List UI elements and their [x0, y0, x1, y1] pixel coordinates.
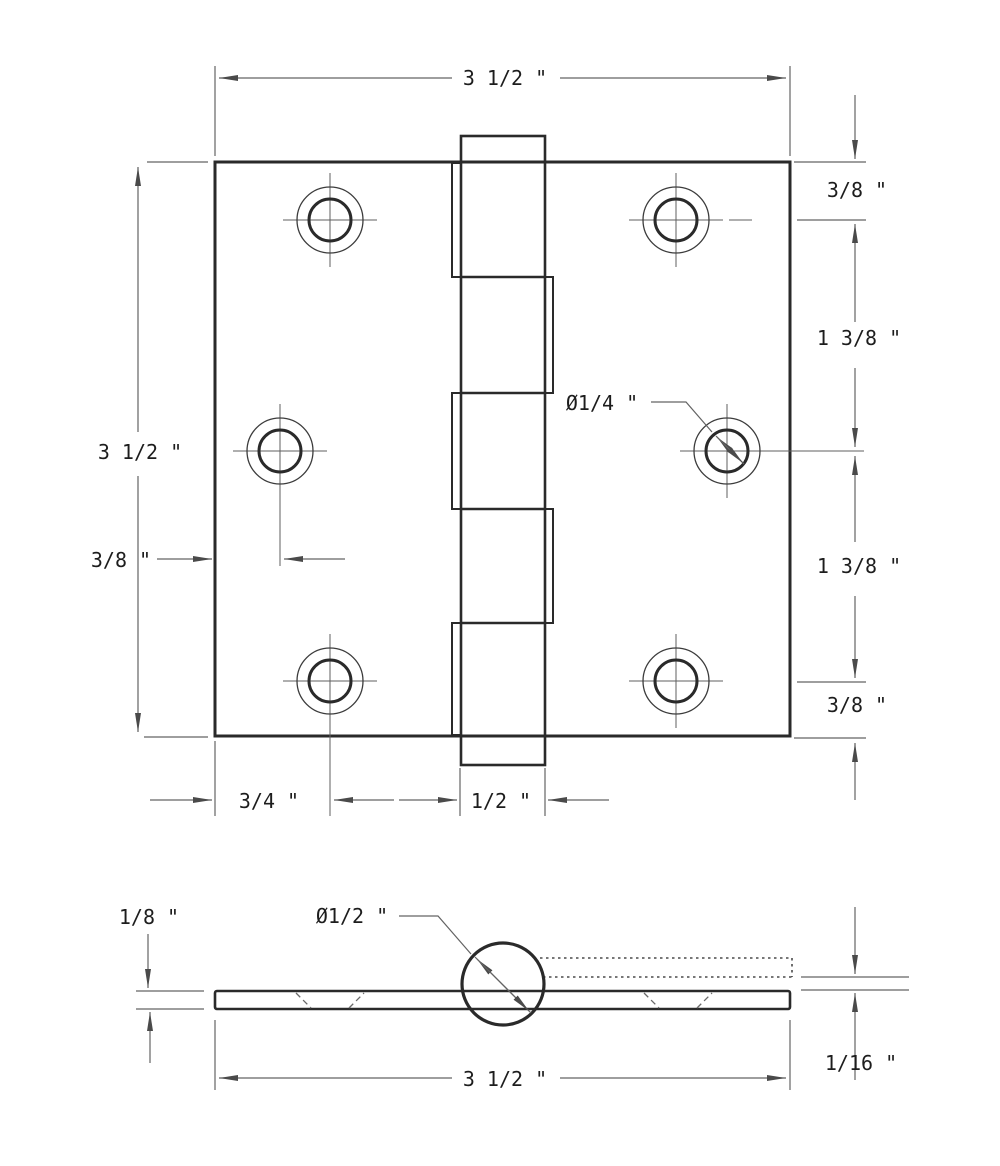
dim-label-barrel-diameter: Ø1/2 "	[316, 904, 388, 928]
open-leaf-phantom-outline	[540, 957, 793, 978]
top-view: 3 1/2 " 3 1/2 " 3/8 " 3/4 " 1/2 "	[91, 66, 901, 816]
hinge-plate-outline	[213, 160, 792, 738]
side-view: Ø1/2 " 1/8 " 1/16 " 3 1/2 "	[119, 904, 909, 1091]
screw-hole-bottom-left	[283, 634, 377, 816]
screw-hole-top-left	[283, 173, 377, 267]
screw-hole-top-right	[629, 173, 752, 267]
dim-label-leaf-thickness: 1/8 "	[119, 905, 179, 929]
knuckle-segment-right	[544, 508, 554, 624]
dimension-overall-width: 3 1/2 "	[214, 66, 791, 156]
dim-label-lower-hole-spacing: 1 3/8 "	[817, 554, 901, 578]
knuckle-segment-left	[451, 162, 462, 278]
knuckle-segment-left	[451, 622, 462, 736]
dim-label-middle-hole-inset: 3/8 "	[91, 548, 151, 572]
dimension-right-chain: 3/8 " 1 3/8 " 1 3/8 " 3/8 "	[794, 95, 901, 800]
countersink-hidden-lines	[295, 992, 713, 1009]
dim-label-upper-hole-spacing: 1 3/8 "	[817, 326, 901, 350]
knuckle-segment-left	[451, 392, 462, 510]
knuckle-segment-right	[544, 276, 554, 394]
dimension-side-overall-width: 3 1/2 "	[214, 1020, 791, 1091]
dim-label-screw-hole-diameter: Ø1/4 "	[566, 391, 638, 415]
knuckle-barrel	[459, 134, 547, 767]
screw-hole-bottom-right	[629, 634, 723, 728]
hinge-leaf-edge	[213, 989, 792, 1011]
dim-label-leaf-offset: 1/16 "	[825, 1051, 897, 1075]
callout-screw-hole-diameter: Ø1/4 "	[566, 391, 745, 465]
dimension-middle-hole-inset: 3/8 "	[91, 548, 345, 572]
hinge-knuckle-column	[451, 134, 554, 767]
screw-hole-middle-right	[680, 404, 864, 498]
dim-label-top-hole-margin: 3/8 "	[827, 178, 887, 202]
dim-label-overall-height: 3 1/2 "	[98, 440, 182, 464]
dimension-leaf-thickness: 1/8 "	[119, 905, 204, 1063]
dim-label-corner-hole-inset: 3/4 "	[239, 789, 299, 813]
dimension-bottom-chain: 3/4 " 1/2 "	[150, 741, 609, 816]
dim-label-knuckle-width: 1/2 "	[471, 789, 531, 813]
callout-barrel-diameter: Ø1/2 "	[316, 904, 532, 1014]
barrel-circle	[460, 941, 546, 1027]
dim-label-overall-width: 3 1/2 "	[463, 66, 547, 90]
dimension-leaf-offset: 1/16 "	[801, 907, 909, 1080]
screw-hole-middle-left	[233, 404, 327, 566]
dimension-overall-height: 3 1/2 "	[98, 161, 208, 738]
dim-label-bottom-hole-margin: 3/8 "	[827, 693, 887, 717]
dim-label-side-overall-width: 3 1/2 "	[463, 1067, 547, 1091]
